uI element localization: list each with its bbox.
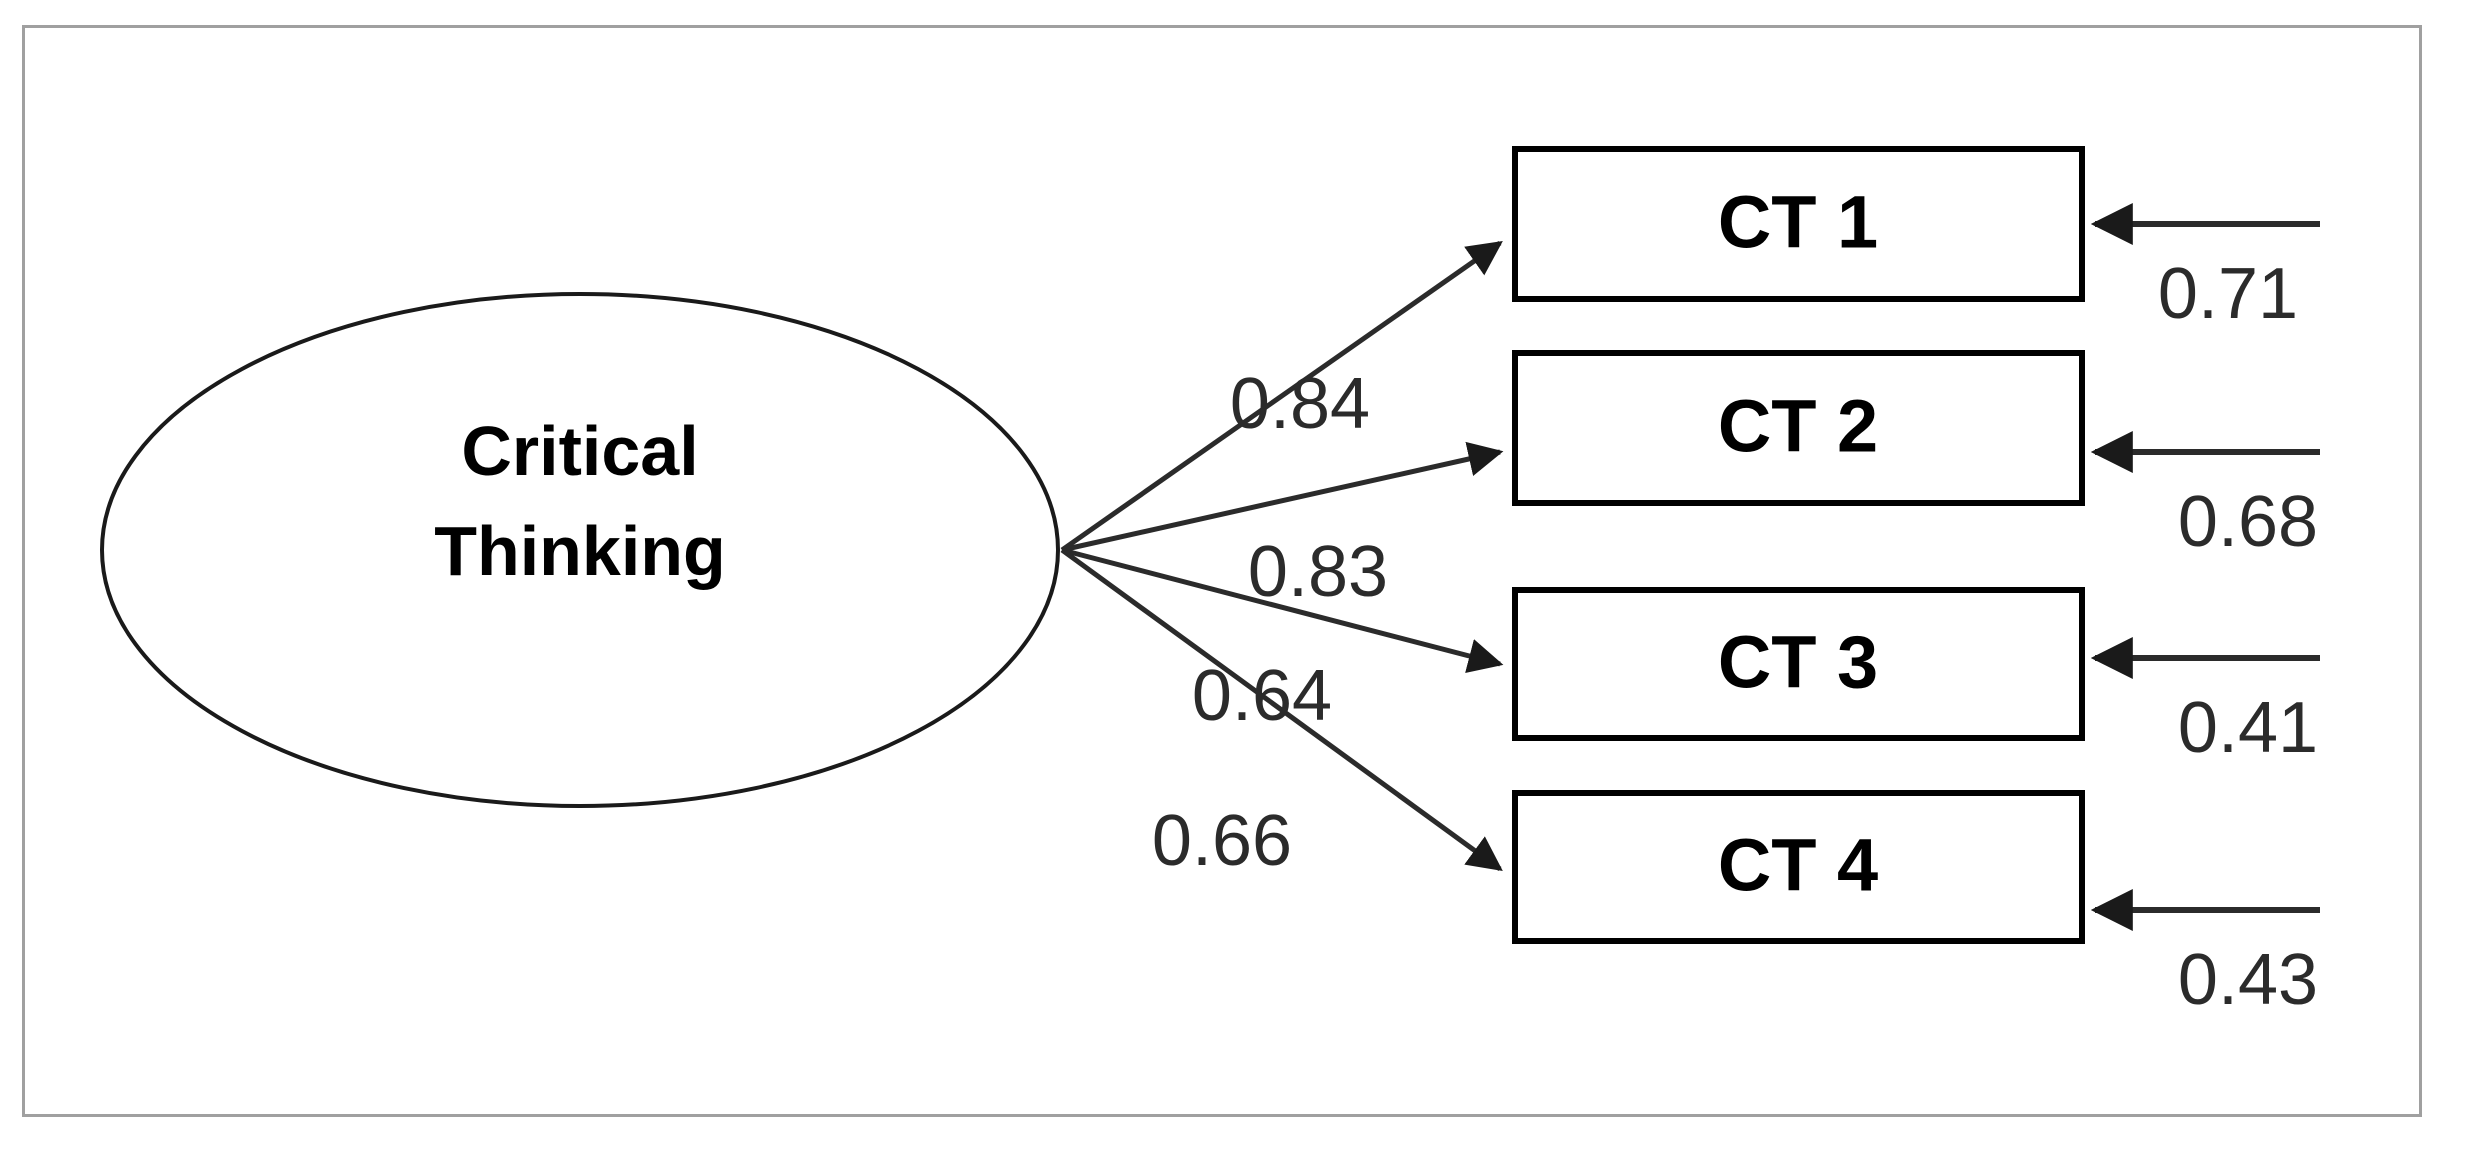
indicator-box-ct4-rect xyxy=(1512,790,2085,944)
loading-path-ct2[interactable] xyxy=(1061,441,1504,553)
error-label-ct3: 0.41 xyxy=(2178,688,2318,768)
indicator-box-ct3[interactable]: CT 3 xyxy=(1512,587,2085,741)
latent-label-line2: Thinking xyxy=(434,512,726,590)
loading-label-ct2: 0.83 xyxy=(1248,532,1388,612)
loading-path-ct3[interactable] xyxy=(1061,547,1504,674)
indicator-label-ct3: CT 3 xyxy=(1718,621,1878,704)
indicator-label-ct4: CT 4 xyxy=(1718,824,1878,907)
latent-variable-critical-thinking[interactable]: Critical Thinking xyxy=(100,292,1060,808)
indicator-box-ct1-rect xyxy=(1512,146,2085,302)
loading-label-ct4: 0.66 xyxy=(1152,801,1292,881)
indicator-label-ct2: CT 2 xyxy=(1718,385,1878,468)
error-label-ct2: 0.68 xyxy=(2178,482,2318,562)
indicator-box-ct4[interactable]: CT 4 xyxy=(1512,790,2085,944)
error-label-ct1: 0.71 xyxy=(2158,254,2298,334)
loading-path-ct4[interactable] xyxy=(1060,547,1503,872)
indicator-box-ct2[interactable]: CT 2 xyxy=(1512,350,2085,506)
loading-label-ct3: 0.64 xyxy=(1192,656,1332,736)
indicator-label-ct1: CT 1 xyxy=(1718,181,1878,264)
loading-path-ct1[interactable] xyxy=(1060,240,1503,553)
latent-ellipse-shape xyxy=(100,292,1060,808)
latent-label-line1: Critical xyxy=(461,412,698,490)
indicator-box-ct3-rect xyxy=(1512,587,2085,741)
indicator-box-ct1[interactable]: CT 1 xyxy=(1512,146,2085,302)
indicator-box-ct2-rect xyxy=(1512,350,2085,506)
error-label-ct4: 0.43 xyxy=(2178,940,2318,1020)
loading-label-ct1: 0.84 xyxy=(1230,364,1370,444)
